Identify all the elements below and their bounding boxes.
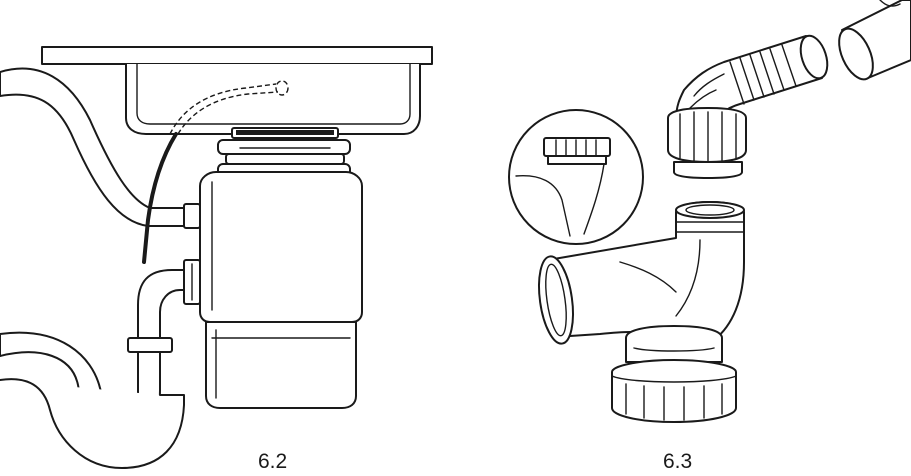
dishwasher-inlet-port: [184, 204, 200, 228]
upper-coupling-nut: [668, 108, 746, 178]
figure-caption-6-2: 6.2: [258, 450, 287, 474]
figure-caption-6-3: 6.3: [663, 450, 692, 474]
lower-coupling-nut: [612, 326, 736, 422]
detail-inset: [509, 110, 643, 244]
food-waste-disposer: [184, 128, 362, 408]
power-cable: [144, 134, 176, 262]
figure-6-3-outlet-fittings: [509, 0, 911, 422]
pipe-clamp: [128, 338, 172, 352]
drain-pipe-section: [832, 0, 911, 84]
sink-rim: [42, 47, 432, 64]
figure-6-2-disposer-installation: [0, 47, 432, 468]
sink-bowl: [42, 47, 432, 134]
s-trap-pipe: [0, 270, 192, 468]
